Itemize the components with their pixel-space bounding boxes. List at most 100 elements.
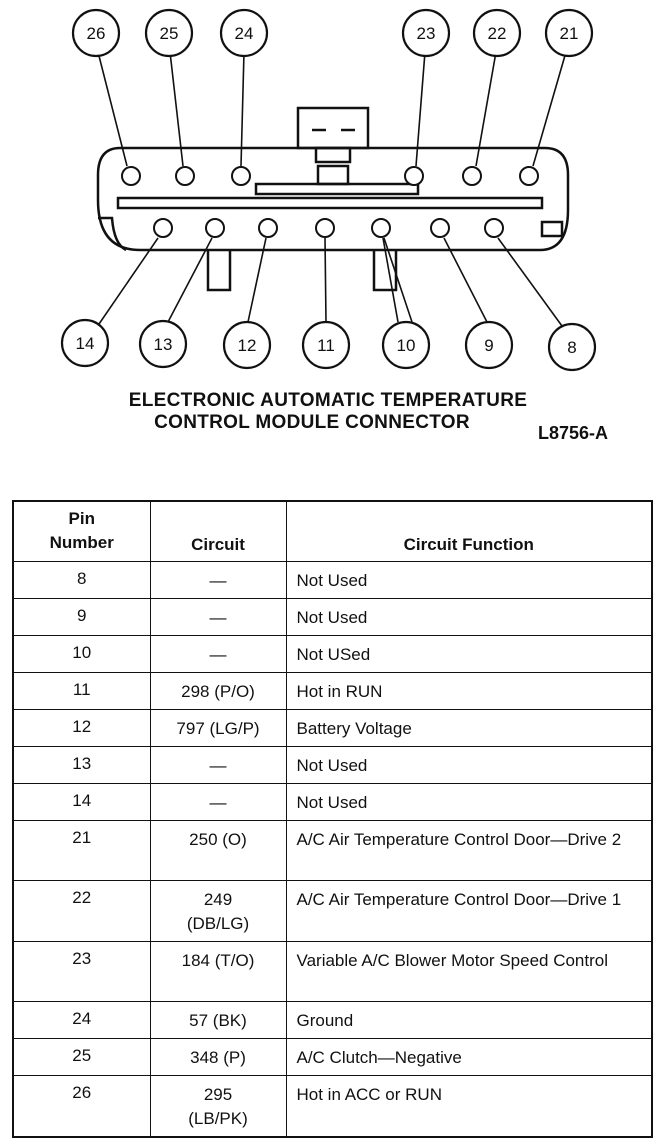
- circuit-function-cell: Not Used: [285, 597, 653, 636]
- circuit-cell: 57 (BK): [149, 1000, 287, 1039]
- pin-number-cell: 22: [12, 879, 151, 942]
- pin-hole-8: [484, 218, 504, 238]
- circuit-cell: —: [149, 597, 287, 636]
- figure-code: L8756-A: [538, 423, 609, 443]
- pin-number-cell: 24: [12, 1000, 151, 1039]
- circuit-function-cell: Battery Voltage: [285, 708, 653, 747]
- pin-hole-10: [371, 218, 391, 238]
- top-callouts: 26 25 24 23 22 21: [71, 8, 594, 58]
- pin-hole-25: [175, 166, 195, 186]
- circuit-cell: 295 (LB/PK): [149, 1074, 287, 1137]
- svg-text:8: 8: [567, 338, 576, 357]
- circuit-function-cell: Not Used: [285, 560, 653, 599]
- pin-number-cell: 11: [12, 671, 151, 710]
- svg-text:22: 22: [488, 24, 507, 43]
- circuit-cell: —: [149, 634, 287, 673]
- pin-hole-21: [519, 166, 539, 186]
- pin-hole-24: [231, 166, 251, 186]
- table-row: 9—Not Used: [12, 597, 653, 636]
- circuit-cell: 250 (O): [149, 819, 287, 881]
- circuit-function-cell: A/C Clutch—Negative: [285, 1037, 653, 1076]
- pin-table-header: Pin Number Circuit Circuit Function: [12, 500, 653, 562]
- callout-24: 24: [219, 8, 269, 58]
- circuit-function-cell: Not Used: [285, 745, 653, 784]
- pin-hole-13: [205, 218, 225, 238]
- svg-text:25: 25: [160, 24, 179, 43]
- svg-text:9: 9: [484, 336, 493, 355]
- circuit-function-cell: Ground: [285, 1000, 653, 1039]
- callout-22: 22: [472, 8, 522, 58]
- callout-14: 14: [60, 318, 110, 368]
- circuit-cell: 348 (P): [149, 1037, 287, 1076]
- callout-23: 23: [401, 8, 451, 58]
- header-pin-number: Pin Number: [12, 500, 151, 562]
- circuit-function-cell: Variable A/C Blower Motor Speed Control: [285, 940, 653, 1002]
- svg-text:24: 24: [235, 24, 254, 43]
- circuit-function-cell: A/C Air Temperature Control Door—Drive 2: [285, 819, 653, 881]
- diagram-title-line-1: ELECTRONIC AUTOMATIC TEMPERATURE: [128, 390, 528, 411]
- callout-10: 10: [381, 320, 431, 370]
- circuit-cell: —: [149, 560, 287, 599]
- pin-number-cell: 14: [12, 782, 151, 821]
- pin-number-cell: 25: [12, 1037, 151, 1076]
- header-circuit: Circuit: [149, 500, 287, 562]
- circuit-function-cell: Not USed: [285, 634, 653, 673]
- pin-number-cell: 21: [12, 819, 151, 881]
- diagram-title-line-2: CONTROL MODULE CONNECTOR: [154, 412, 470, 433]
- circuit-cell: —: [149, 782, 287, 821]
- pin-number-cell: 8: [12, 560, 151, 599]
- callout-9: 9: [464, 320, 514, 370]
- table-row: 8—Not Used: [12, 560, 653, 599]
- callout-12: 12: [222, 320, 272, 370]
- pin-hole-12: [258, 218, 278, 238]
- callout-8: 8: [547, 322, 597, 372]
- pin-number-cell: 10: [12, 634, 151, 673]
- callout-11: 11: [301, 320, 351, 370]
- circuit-function-cell: Hot in RUN: [285, 671, 653, 710]
- circuit-function-cell: Hot in ACC or RUN: [285, 1074, 653, 1137]
- pin-hole-26: [121, 166, 141, 186]
- pin-hole-23: [404, 166, 424, 186]
- circuit-cell: 797 (LG/P): [149, 708, 287, 747]
- circuit-function-cell: A/C Air Temperature Control Door—Drive 1: [285, 879, 653, 942]
- leader-lines: [97, 51, 567, 327]
- svg-text:21: 21: [560, 24, 579, 43]
- connector-diagram: 26 25 24 23 22 21 14 13 12 11 10 9 8: [60, 8, 597, 372]
- table-row: 13—Not Used: [12, 745, 653, 784]
- table-row: 10—Not USed: [12, 634, 653, 673]
- circuit-cell: 249 (DB/LG): [149, 879, 287, 942]
- callout-26: 26: [71, 8, 121, 58]
- pin-number-cell: 12: [12, 708, 151, 747]
- circuit-cell: 298 (P/O): [149, 671, 287, 710]
- circuit-function-cell: Not Used: [285, 782, 653, 821]
- callout-13: 13: [138, 319, 188, 369]
- callout-21: 21: [544, 8, 594, 58]
- bottom-callouts: 14 13 12 11 10 9 8: [60, 318, 597, 372]
- pin-number-cell: 26: [12, 1074, 151, 1137]
- circuit-cell: 184 (T/O): [149, 940, 287, 1002]
- pin-hole-9: [430, 218, 450, 238]
- svg-text:11: 11: [317, 336, 335, 355]
- circuit-cell: —: [149, 745, 287, 784]
- svg-text:14: 14: [76, 334, 95, 353]
- svg-text:10: 10: [397, 336, 416, 355]
- callout-25: 25: [144, 8, 194, 58]
- pin-hole-14: [153, 218, 173, 238]
- pin-table: Pin Number Circuit Circuit Function 8—No…: [12, 500, 653, 1138]
- pin-hole-22: [462, 166, 482, 186]
- svg-text:23: 23: [417, 24, 436, 43]
- svg-text:26: 26: [87, 24, 106, 43]
- connector-body: [96, 106, 570, 292]
- svg-text:12: 12: [238, 336, 257, 355]
- header-circuit-function: Circuit Function: [285, 500, 653, 562]
- pin-hole-11: [315, 218, 335, 238]
